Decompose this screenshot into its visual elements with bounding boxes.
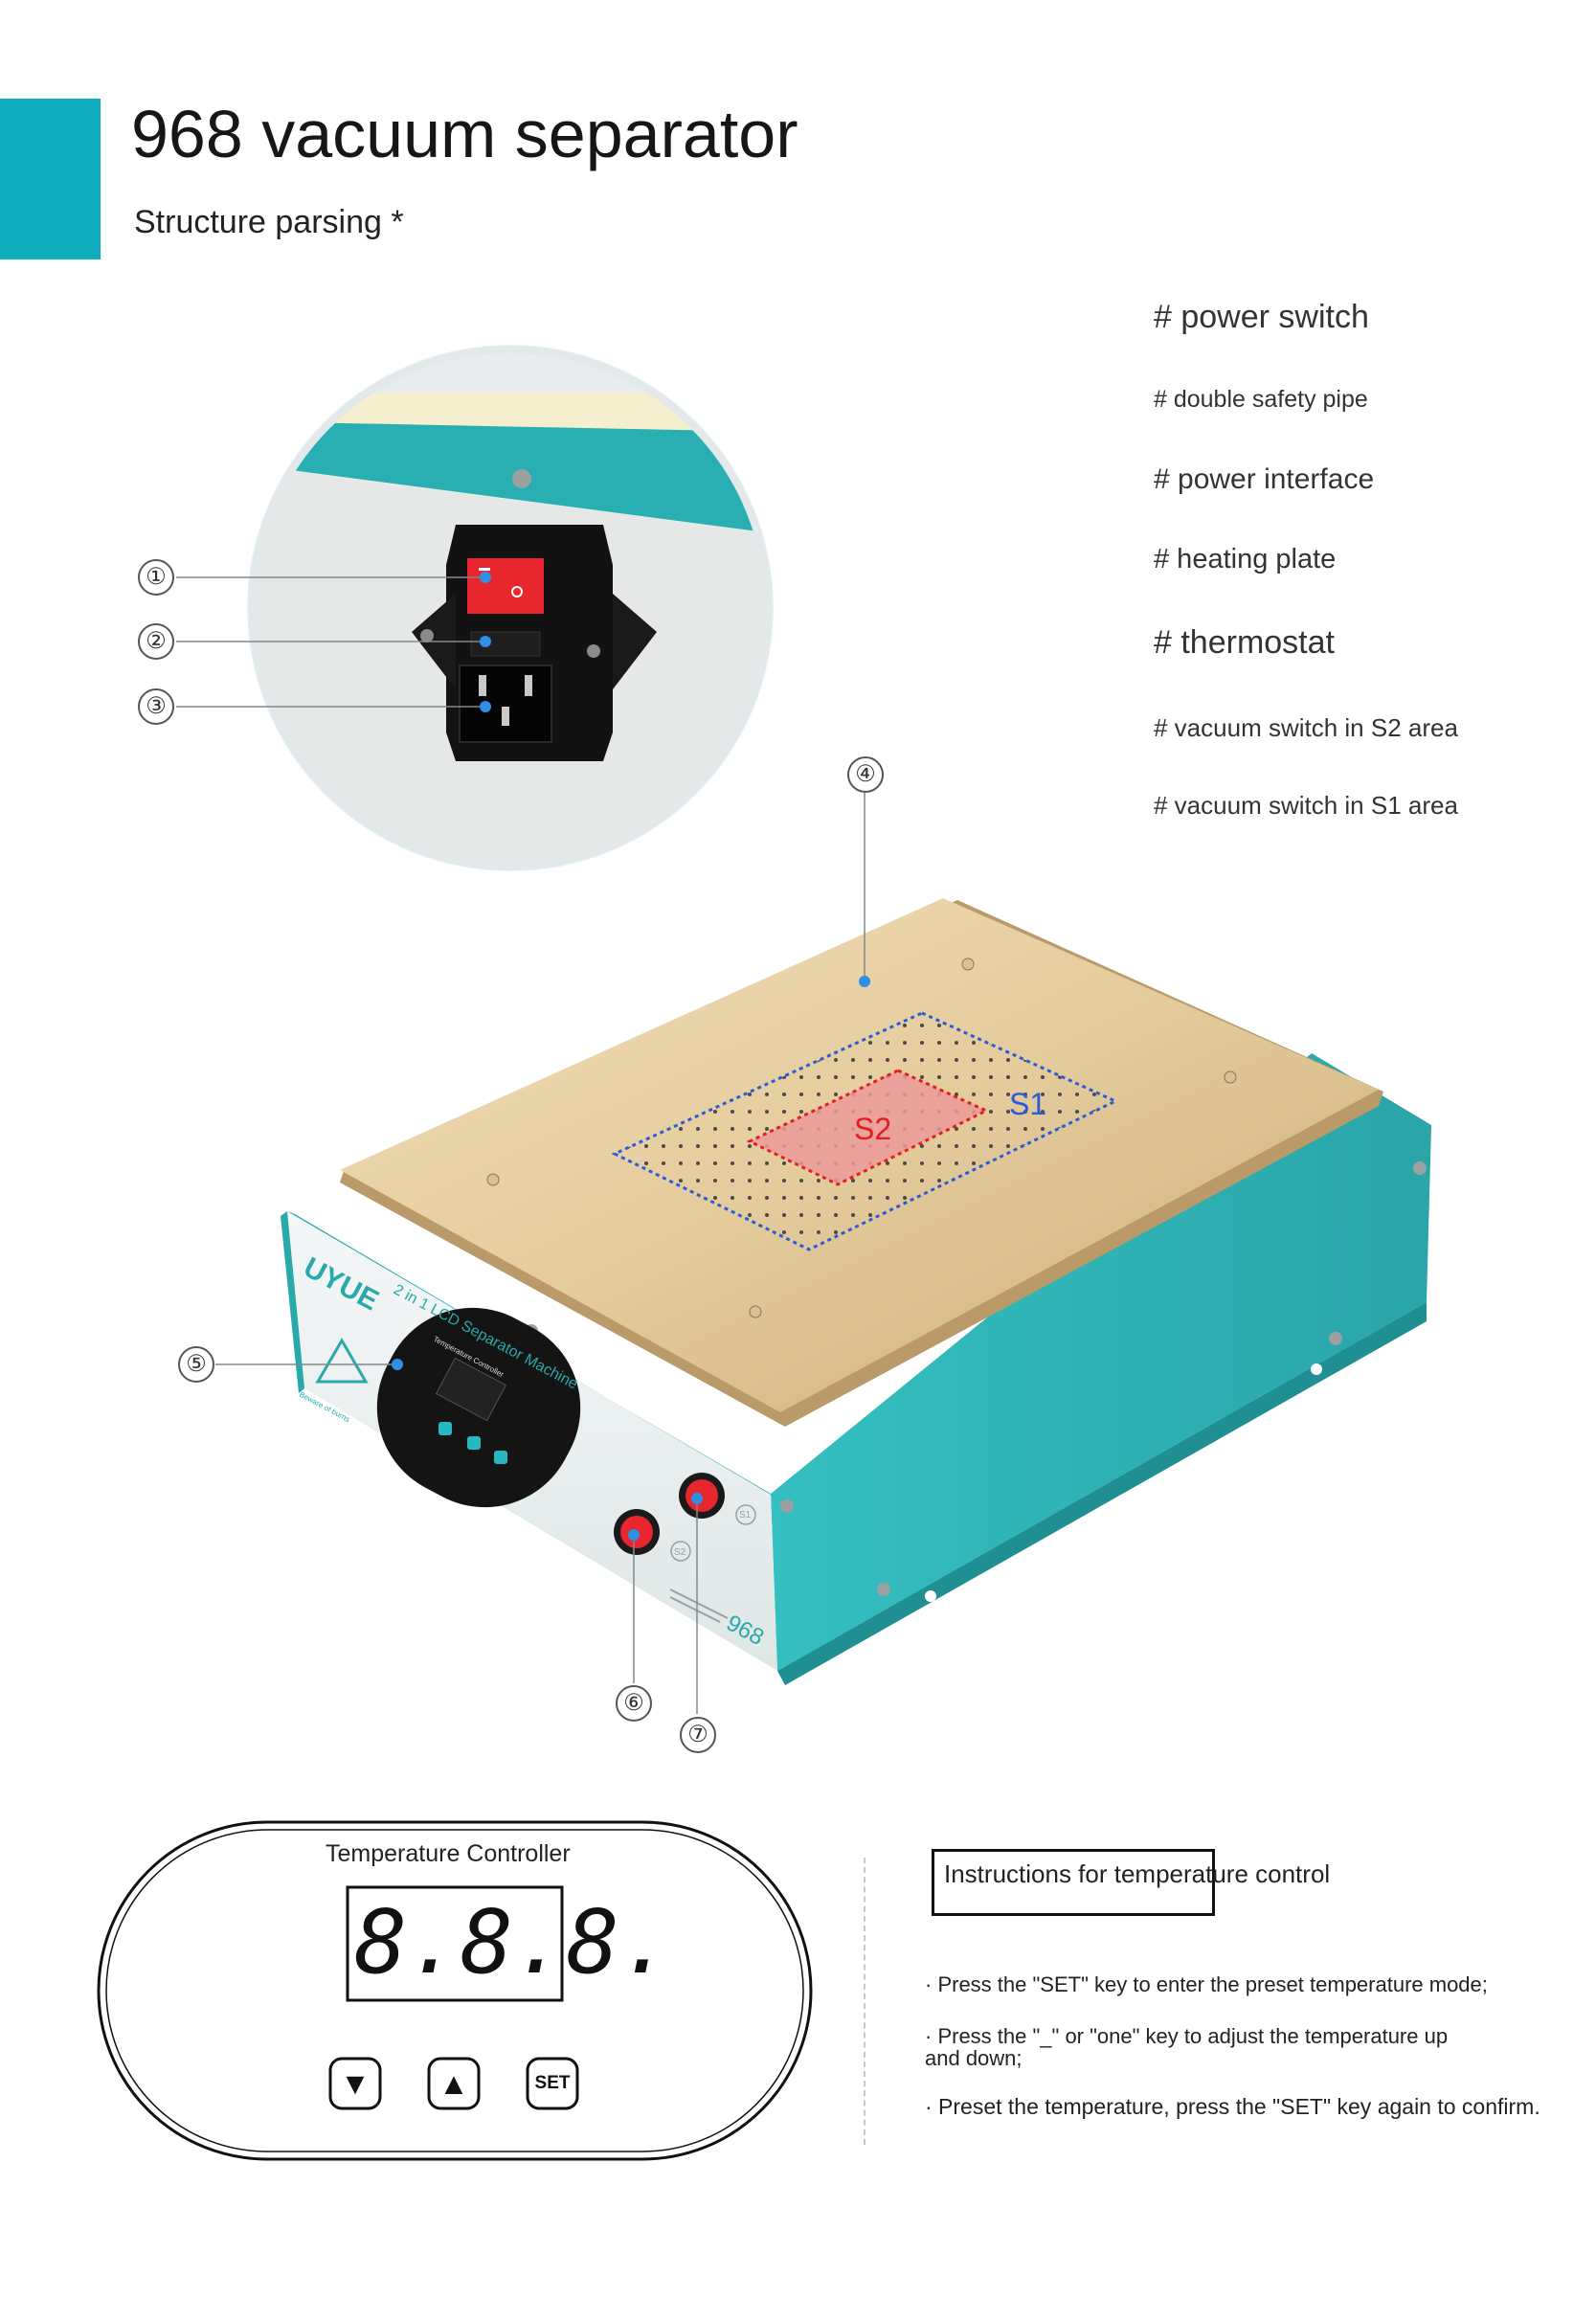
- instruction-item-1: · Press the "SET" key to enter the prese…: [925, 1972, 1488, 1996]
- controller-title: Temperature Controller: [326, 1840, 571, 1867]
- accent-bar: [0, 99, 101, 259]
- callout-6: ⑥: [616, 1685, 652, 1722]
- callout-4: ④: [847, 756, 884, 793]
- callout-3: ③: [138, 688, 174, 725]
- legend-item-heating-plate: # heating plate: [1154, 544, 1337, 574]
- switch-s1-label: S1: [739, 1510, 752, 1521]
- s1-zone-label: S1: [1009, 1087, 1046, 1121]
- callout-7: ⑦: [680, 1717, 716, 1753]
- legend-item-thermostat: # thermostat: [1154, 624, 1335, 661]
- down-button[interactable]: ▼: [340, 2066, 371, 2101]
- divider: [864, 1858, 865, 2145]
- instructions-heading-box: [932, 1849, 1215, 1916]
- s2-zone: [746, 1069, 990, 1186]
- legend-item-vacuum-switch-s1: # vacuum switch in S1 area: [1154, 791, 1458, 820]
- up-button[interactable]: ▲: [438, 2066, 469, 2101]
- legend-item-power-interface: # power interface: [1154, 463, 1375, 495]
- machine-body: [281, 898, 1431, 1685]
- page-title: 968 vacuum separator: [131, 97, 798, 171]
- instruction-item-2-cont: and down;: [925, 2046, 1023, 2070]
- set-button[interactable]: SET: [534, 2073, 571, 2093]
- instruction-item-3: · Preset the temperature, press the "SET…: [925, 2094, 1540, 2119]
- instructions-heading: Instructions for temperature control: [944, 1859, 1331, 1888]
- detail-circle: [247, 345, 774, 871]
- machine-illustration: UYUE 2 in 1 LCD Separator Machine Temper…: [176, 345, 1431, 1714]
- legend-item-vacuum-switch-s2: # vacuum switch in S2 area: [1154, 713, 1458, 742]
- callout-5: ⑤: [178, 1346, 214, 1383]
- switch-s2-label: S2: [674, 1547, 686, 1558]
- legend-item-double-safety-pipe: # double safety pipe: [1154, 386, 1368, 413]
- s2-zone-label: S2: [854, 1112, 891, 1146]
- controller-display: 8.8.8.: [354, 1891, 673, 1994]
- legend-item-power-switch: # power switch: [1154, 299, 1369, 335]
- leader-dots: [392, 572, 870, 1541]
- controller-diagram: [97, 1820, 813, 2161]
- page-subtitle: Structure parsing *: [134, 204, 404, 240]
- callout-2: ②: [138, 623, 174, 660]
- leader-lines: [176, 576, 865, 1714]
- instruction-item-2: · Press the "_" or "one" key to adjust t…: [925, 2024, 1449, 2048]
- callout-1: ①: [138, 559, 174, 596]
